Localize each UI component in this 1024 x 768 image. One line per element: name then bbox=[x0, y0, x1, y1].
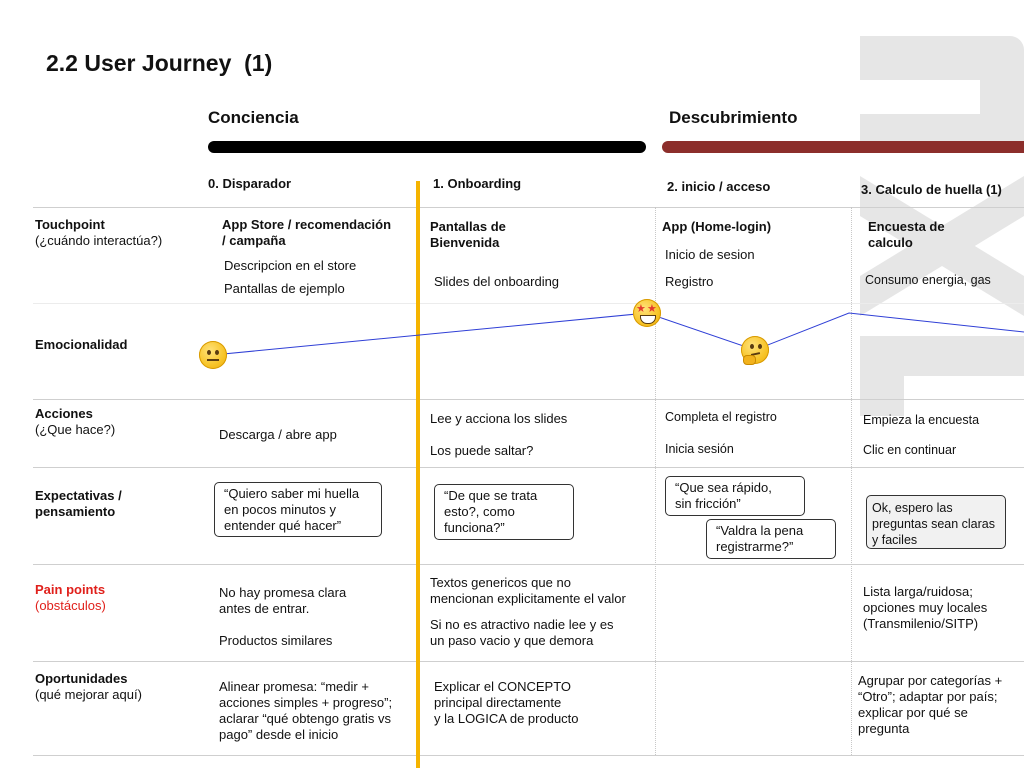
accion-calculo: Clic en continuar bbox=[863, 443, 957, 457]
oportunidad-disparador: Alinear promesa: “medir +acciones simple… bbox=[219, 679, 393, 742]
touchpoint-acceso-title: App (Home-login) bbox=[662, 219, 772, 234]
step-calculo-huella: 3. Calculo de huella (1) bbox=[861, 182, 1002, 197]
phase-conciencia-label: Conciencia bbox=[208, 108, 299, 127]
step-onboarding: 1. Onboarding bbox=[433, 176, 522, 191]
row-divider bbox=[33, 564, 1024, 565]
oportunidad-calculo: Agrupar por categorías +“Otro”; adaptar … bbox=[858, 673, 1003, 736]
row-label-emocionalidad: Emocionalidad bbox=[35, 337, 128, 352]
touchpoint-acceso-item: Inicio de sesion bbox=[665, 247, 755, 262]
accion-onboarding: Los puede saltar? bbox=[430, 443, 534, 458]
column-divider bbox=[851, 207, 852, 755]
expectativa-bubble-acceso-1: “Que sea rápido,sin fricción” bbox=[665, 476, 805, 516]
accion-disparador: Descarga / abre app bbox=[219, 427, 337, 442]
touchpoint-disparador-item: Pantallas de ejemplo bbox=[224, 281, 345, 296]
touchpoint-onboarding-item: Slides del onboarding bbox=[434, 274, 560, 289]
row-divider bbox=[33, 207, 1024, 208]
star-struck-emoji: ★ ★ bbox=[633, 299, 661, 327]
thinking-face-emoji bbox=[741, 336, 769, 365]
row-divider bbox=[33, 755, 1024, 756]
row-label-pain-points: Pain points (obstáculos) bbox=[35, 582, 106, 613]
touchpoint-acceso-item: Registro bbox=[665, 274, 714, 289]
phase-descubrimiento-bar bbox=[662, 141, 1024, 153]
page-title: 2.2 User Journey (1) bbox=[46, 50, 273, 76]
neutral-face-emoji bbox=[199, 341, 227, 369]
current-step-marker bbox=[416, 181, 420, 768]
row-divider bbox=[33, 661, 1024, 662]
touchpoint-disparador-item: Descripcion en el store bbox=[224, 258, 357, 273]
accion-calculo: Empieza la encuesta bbox=[863, 413, 980, 427]
row-label-expectativas: Expectativas / pensamiento bbox=[35, 488, 122, 519]
row-divider bbox=[33, 303, 1024, 304]
row-label-acciones: Acciones (¿Que hace?) bbox=[35, 406, 116, 437]
touchpoint-disparador-title: App Store / recomendación/ campaña bbox=[222, 217, 392, 248]
row-divider bbox=[33, 399, 1024, 400]
accion-acceso: Inicia sesión bbox=[665, 442, 734, 456]
phase-conciencia-bar bbox=[208, 141, 646, 153]
phase-descubrimiento-label: Descubrimiento bbox=[669, 108, 798, 127]
touchpoint-calculo-item: Consumo energia, gas bbox=[865, 273, 991, 287]
row-label-touchpoint: Touchpoint (¿cuándo interactúa?) bbox=[35, 217, 163, 248]
pain-disparador: Productos similares bbox=[219, 633, 333, 648]
step-inicio-acceso: 2. inicio / acceso bbox=[667, 179, 771, 194]
pain-calculo: Lista larga/ruidosa;opciones muy locales… bbox=[863, 584, 988, 631]
accion-acceso: Completa el registro bbox=[665, 410, 777, 424]
watermark-logo bbox=[860, 36, 1024, 416]
row-label-oportunidades: Oportunidades (qué mejorar aquí) bbox=[35, 671, 142, 702]
row-divider bbox=[33, 467, 1024, 468]
column-divider bbox=[655, 207, 656, 755]
step-disparador: 0. Disparador bbox=[208, 176, 292, 191]
accion-onboarding: Lee y acciona los slides bbox=[430, 411, 568, 426]
